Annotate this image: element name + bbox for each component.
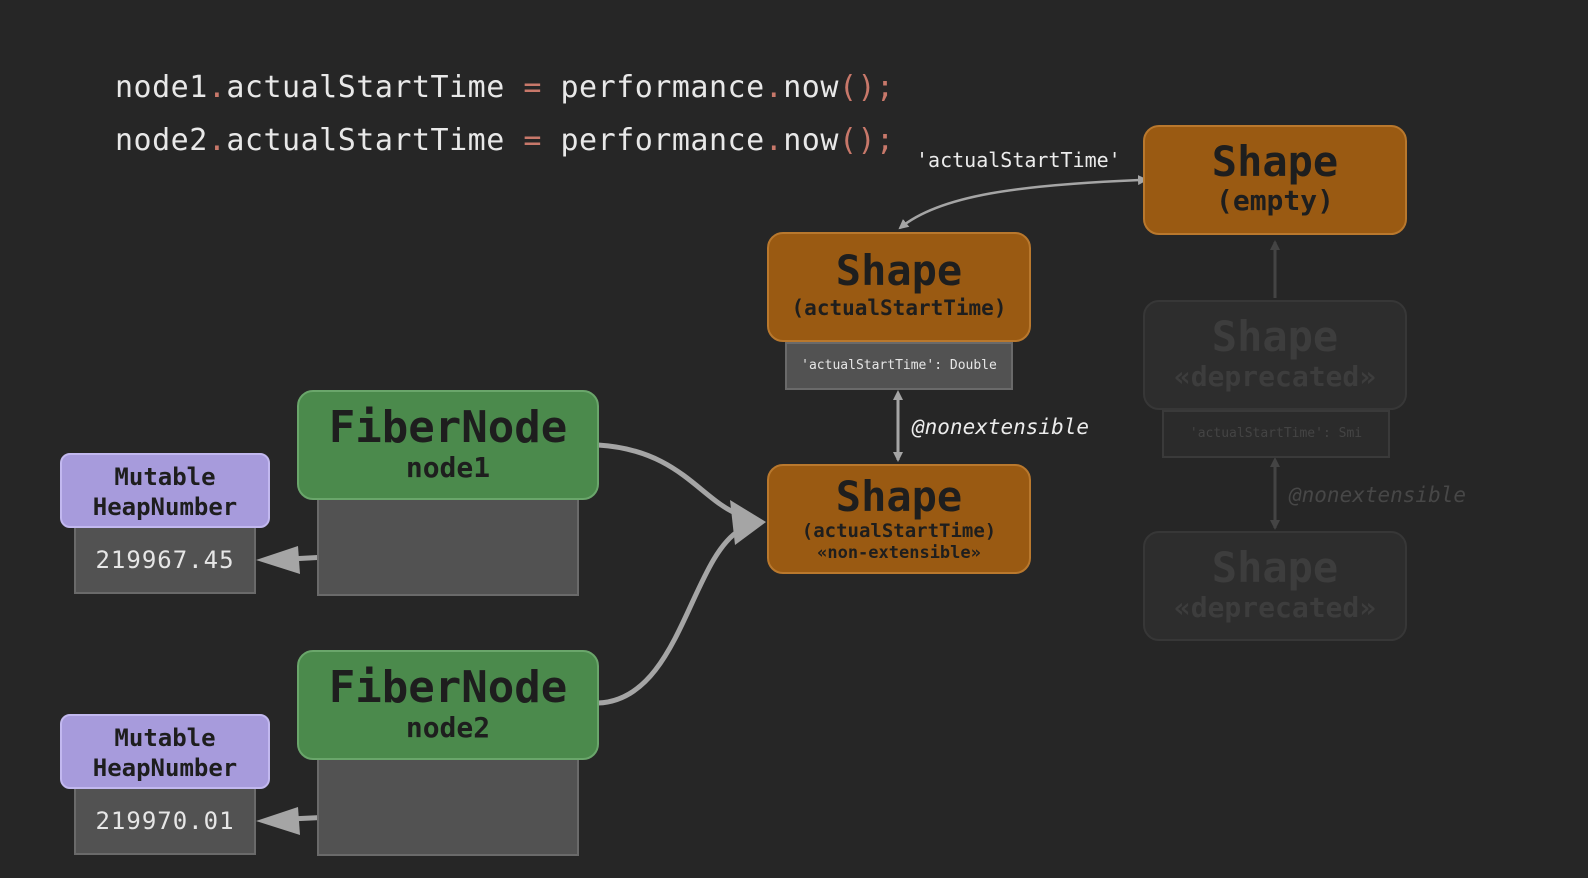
code-line-2: node2.actualStartTime = performance.now(… (115, 123, 895, 158)
fiber-title: FiberNode (328, 402, 568, 453)
heap-line-1: Mutable (114, 724, 216, 752)
heap-line-2: HeapNumber (92, 754, 238, 782)
code-parens: (); (838, 70, 895, 105)
code-object: node1 (115, 70, 208, 105)
code-dot: . (764, 70, 784, 105)
shape-title: Shape (835, 246, 963, 295)
shape-deprecated-2: Shape «deprecated» (1143, 531, 1407, 641)
code-method: now (783, 70, 839, 105)
node2-shape-link (597, 527, 742, 706)
faded-nonextensible-label: @nonextensible (1289, 483, 1467, 507)
node1-pointer-head (256, 546, 300, 574)
code-dot: . (207, 123, 227, 158)
code-callee: performance (560, 123, 765, 158)
code-property: actualStartTime (226, 123, 505, 158)
shape-subtitle: «deprecated» (1173, 360, 1377, 393)
code-parens: (); (838, 123, 895, 158)
code-object: node2 (115, 123, 208, 158)
heap-number-2-value: 219970.01 (74, 787, 256, 855)
heap-number-1: Mutable HeapNumber (60, 453, 270, 528)
transition-arrow (898, 175, 1148, 230)
shape-title: Shape (1211, 312, 1339, 361)
heap-line-2: HeapNumber (92, 493, 238, 521)
shape-subtitle: (actualStartTime) (801, 520, 997, 542)
shape-title: Shape (1211, 543, 1339, 592)
code-method: now (783, 123, 839, 158)
fiber-subtitle: node2 (405, 711, 491, 744)
shape-title: Shape (1211, 137, 1339, 186)
heap-number-2: Mutable HeapNumber (60, 714, 270, 789)
node1-shape-link (597, 442, 741, 518)
nonextensible-label: @nonextensible (912, 415, 1090, 439)
shape-subtitle: «deprecated» (1173, 591, 1377, 624)
code-property: actualStartTime (226, 70, 505, 105)
shape-field-double: 'actualStartTime': Double (785, 342, 1013, 390)
code-assign: = (504, 70, 561, 105)
shape-field-smi: 'actualStartTime': Smi (1162, 410, 1390, 458)
shape-title: Shape (835, 472, 963, 521)
shape-subtitle: (actualStartTime) (791, 296, 1007, 320)
code-callee: performance (560, 70, 765, 105)
shape-subtitle: (empty) (1215, 184, 1334, 217)
fiber-subtitle: node1 (405, 451, 491, 484)
code-dot: . (764, 123, 784, 158)
shape-empty: Shape (empty) (1143, 125, 1407, 235)
heap-number-1-value: 219967.45 (74, 526, 256, 594)
shape-link-arrowhead (730, 500, 766, 545)
code-dot: . (207, 70, 227, 105)
node2-pointer-head (256, 807, 300, 835)
shape-non-extensible: Shape (actualStartTime) «non-extensible» (767, 464, 1031, 574)
fiber-node-1: FiberNode node1 (297, 390, 599, 500)
fiber-node-1-body (317, 498, 579, 596)
code-assign: = (504, 123, 561, 158)
heap-line-1: Mutable (114, 463, 216, 491)
fiber-title: FiberNode (328, 662, 568, 713)
fiber-node-2: FiberNode node2 (297, 650, 599, 760)
code-line-1: node1.actualStartTime = performance.now(… (115, 70, 895, 105)
shape-actual-start-time: Shape (actualStartTime) (767, 232, 1031, 342)
fiber-node-2-body (317, 758, 579, 856)
shape-tag: «non-extensible» (817, 543, 981, 563)
shape-deprecated-1: Shape «deprecated» (1143, 300, 1407, 410)
transition-label: 'actualStartTime' (916, 148, 1121, 172)
